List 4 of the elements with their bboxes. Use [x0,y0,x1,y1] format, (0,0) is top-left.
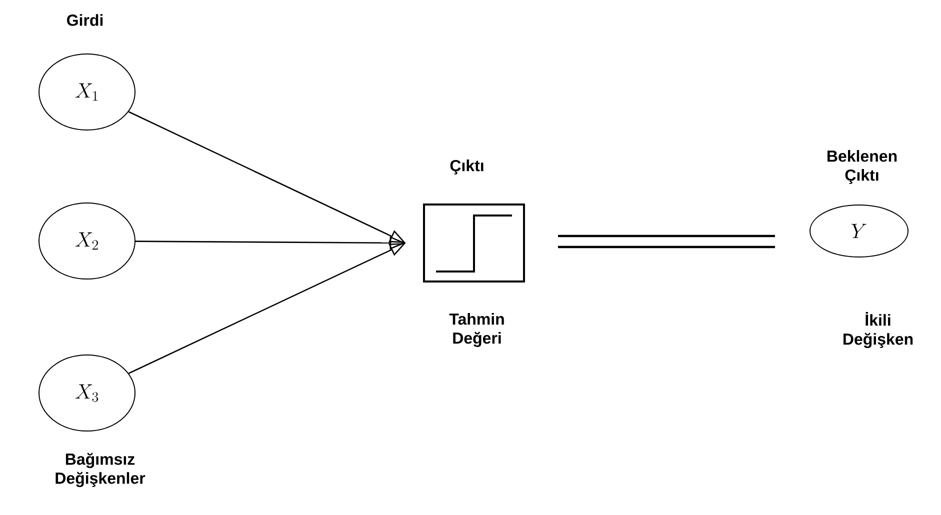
heading: Çıktı [450,160,484,174]
text-label: Tahmin Değeri [449,313,504,347]
step-function-box [423,204,525,282]
heading: Beklenen Çıktı [828,150,897,184]
